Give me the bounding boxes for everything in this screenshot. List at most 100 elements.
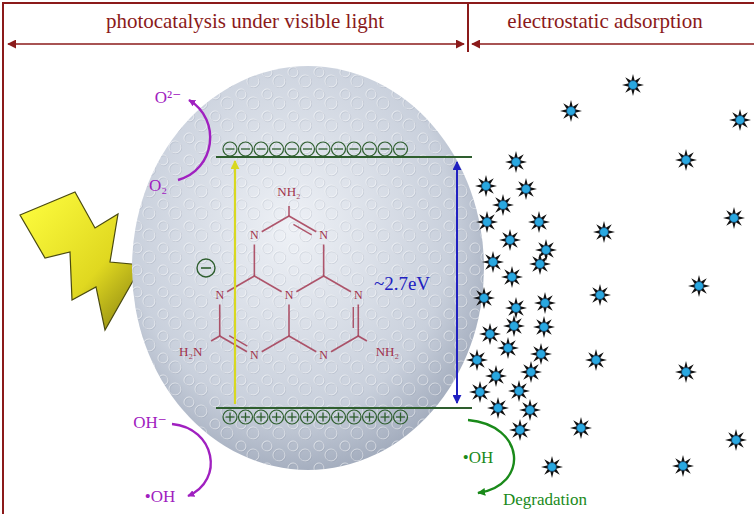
double-bond <box>353 307 354 328</box>
dye-molecule <box>533 316 555 338</box>
dye-molecule <box>560 100 582 122</box>
electron <box>316 142 330 156</box>
section-divider <box>467 3 469 52</box>
hole <box>254 410 268 424</box>
electron <box>363 142 377 156</box>
dye-molecule <box>466 349 488 371</box>
atom-label: N <box>354 289 363 302</box>
hole <box>239 410 253 424</box>
ion-label: OH⁻ <box>133 414 167 433</box>
dye-molecule <box>520 361 542 383</box>
atom-label: N <box>319 229 328 242</box>
molecule-label: O₂ <box>149 177 167 196</box>
dye-molecule <box>492 194 514 216</box>
electron <box>254 142 268 156</box>
band-gap-label: ~2.7eV <box>374 274 430 295</box>
chemical-bond <box>219 305 221 337</box>
dye-molecule <box>499 229 521 251</box>
dye-molecule <box>487 397 509 419</box>
section-title: electrostatic adsorption <box>507 10 702 33</box>
chemical-bond <box>358 336 367 341</box>
span-arrow <box>8 43 464 45</box>
atom-label: N <box>250 349 259 362</box>
dye-molecule <box>534 292 556 314</box>
chemical-bond <box>288 305 290 337</box>
dye-molecule <box>473 287 495 309</box>
chemical-bond <box>324 276 351 292</box>
chemical-bond <box>211 336 220 341</box>
chemical-bond <box>331 336 358 352</box>
dye-molecule <box>688 275 710 297</box>
atom-label: N <box>250 229 259 242</box>
chemical-bond <box>357 305 359 337</box>
electron <box>394 142 408 156</box>
hole <box>316 410 330 424</box>
radical-label: •OH <box>145 488 176 507</box>
dye-molecule <box>497 337 519 359</box>
frame <box>3 3 754 514</box>
chemical-bond <box>323 245 325 277</box>
chemical-bond <box>262 336 289 352</box>
chemical-bond <box>296 276 323 292</box>
chemical-bond <box>288 206 290 216</box>
dye-molecule <box>501 266 523 288</box>
double-bond <box>293 224 311 235</box>
hole <box>223 410 237 424</box>
hole <box>285 410 299 424</box>
dye-molecule <box>729 109 751 131</box>
amine-label: NH₂ <box>277 185 300 199</box>
dye-molecule <box>723 207 745 229</box>
chemical-bond <box>220 336 247 352</box>
dye-molecule <box>589 284 611 306</box>
amine-label: NH₂ <box>376 345 399 359</box>
dye-molecule <box>476 211 498 233</box>
electron <box>301 142 315 156</box>
dye-molecule <box>529 253 551 275</box>
dye-molecules <box>466 74 751 478</box>
dye-molecule <box>622 74 644 96</box>
hole <box>301 410 315 424</box>
dye-molecule <box>515 178 537 200</box>
electron <box>332 142 346 156</box>
dye-molecule <box>541 456 563 478</box>
dye-molecule <box>675 149 697 171</box>
valence-band <box>216 407 472 409</box>
process-label: Degradation <box>503 491 587 510</box>
hole <box>363 410 377 424</box>
dye-molecule <box>530 343 552 365</box>
dye-molecule <box>585 349 607 371</box>
dye-molecule <box>503 315 525 337</box>
electron <box>239 142 253 156</box>
amine-label: H₂N <box>179 345 202 359</box>
chemical-bond <box>254 245 256 277</box>
dye-molecule <box>672 455 694 477</box>
dye-molecule <box>570 417 592 439</box>
hole-row <box>223 410 408 424</box>
ion-label: O²⁻ <box>155 89 181 108</box>
hole <box>332 410 346 424</box>
dye-molecule <box>508 380 530 402</box>
light-bolt <box>20 192 142 330</box>
chemical-bond <box>254 276 281 292</box>
hole <box>270 410 284 424</box>
dye-molecule <box>593 221 615 243</box>
dye-molecule <box>469 381 491 403</box>
atom-label: N <box>319 349 328 362</box>
electron <box>223 142 237 156</box>
dye-molecule <box>505 151 527 173</box>
radical-label: •OH <box>463 449 494 468</box>
hole <box>378 410 392 424</box>
dye-molecule <box>475 175 497 197</box>
catalyst-particle <box>132 66 484 470</box>
dye-molecule <box>505 297 527 319</box>
particle-texture <box>132 66 484 470</box>
band-gap-arrow <box>456 162 458 403</box>
atom-label: N <box>215 289 224 302</box>
dye-molecule <box>675 361 697 383</box>
chemical-bond <box>227 276 254 292</box>
dye-molecule <box>479 323 501 345</box>
excitation-arrow <box>234 161 236 404</box>
